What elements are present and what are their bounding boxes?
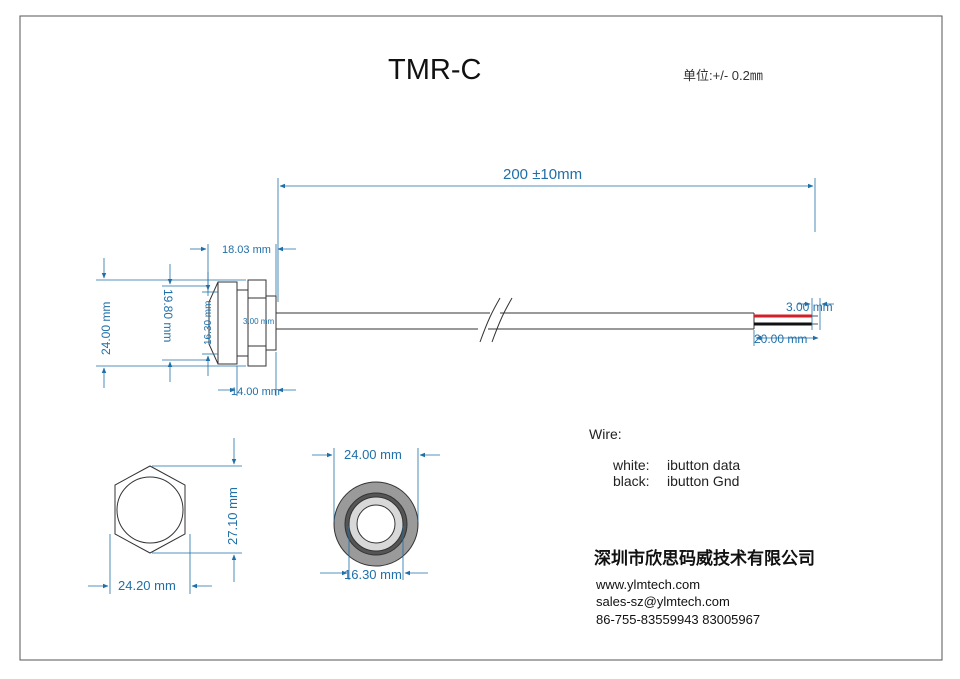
side-dimension-lines bbox=[96, 178, 834, 396]
wire-func-white: ibutton data bbox=[667, 457, 740, 473]
drawing-title: TMR-C bbox=[388, 54, 481, 86]
dim-overall-length: 18.03 mm bbox=[222, 244, 271, 256]
dim-outer-height: 24.00 mm bbox=[99, 302, 113, 355]
dim-hex-height: 27.10 mm bbox=[225, 487, 240, 545]
dim-wire-end: 20.00 mm bbox=[754, 332, 807, 346]
dim-wire-strip: 3.00 mm bbox=[786, 300, 833, 314]
side-dimension-texts: 200 ±10mm 18.03 mm 24.00 mm 19.80 mm 16.… bbox=[99, 166, 833, 398]
break-symbol bbox=[479, 297, 513, 343]
dim-front-inner: 16.30 mm bbox=[344, 567, 402, 582]
hex-nut-view bbox=[114, 465, 186, 554]
wire-color-white: white: bbox=[612, 457, 650, 473]
wire-func-black: ibutton Gnd bbox=[667, 473, 739, 489]
wire-color-black: black: bbox=[613, 473, 650, 489]
company-block: 深圳市欣思码威技术有限公司 www.ylmtech.com sales-sz@y… bbox=[594, 548, 815, 627]
company-website: www.ylmtech.com bbox=[595, 577, 700, 592]
company-phone: 86-755-83559943 83005967 bbox=[596, 612, 760, 627]
dim-front-outer: 24.00 mm bbox=[344, 447, 402, 462]
dim-cable-length: 200 ±10mm bbox=[503, 166, 582, 183]
side-view bbox=[208, 279, 755, 367]
tolerance-note: 单位:+/- 0.2㎜ bbox=[683, 68, 763, 83]
dim-nut-thickness: 3.00 mm bbox=[243, 317, 274, 326]
company-email: sales-sz@ylmtech.com bbox=[596, 594, 730, 609]
sheet-border bbox=[19, 15, 943, 661]
wire-info: Wire: white: ibutton data black: ibutton… bbox=[589, 426, 740, 489]
hex-bore bbox=[116, 476, 184, 544]
dim-hex-width: 24.20 mm bbox=[118, 578, 176, 593]
dim-body-length: 14.00 mm bbox=[231, 386, 280, 398]
wire-ends bbox=[754, 314, 818, 326]
dim-bezel-height: 19.80 mm bbox=[161, 289, 175, 342]
wire-heading: Wire: bbox=[589, 426, 622, 442]
front-dimension-lines bbox=[312, 448, 440, 580]
hex-dimension-lines bbox=[88, 438, 242, 594]
dim-head-height: 16.30 mm bbox=[203, 301, 214, 345]
front-view bbox=[333, 481, 419, 567]
company-name: 深圳市欣思码威技术有限公司 bbox=[594, 548, 815, 569]
